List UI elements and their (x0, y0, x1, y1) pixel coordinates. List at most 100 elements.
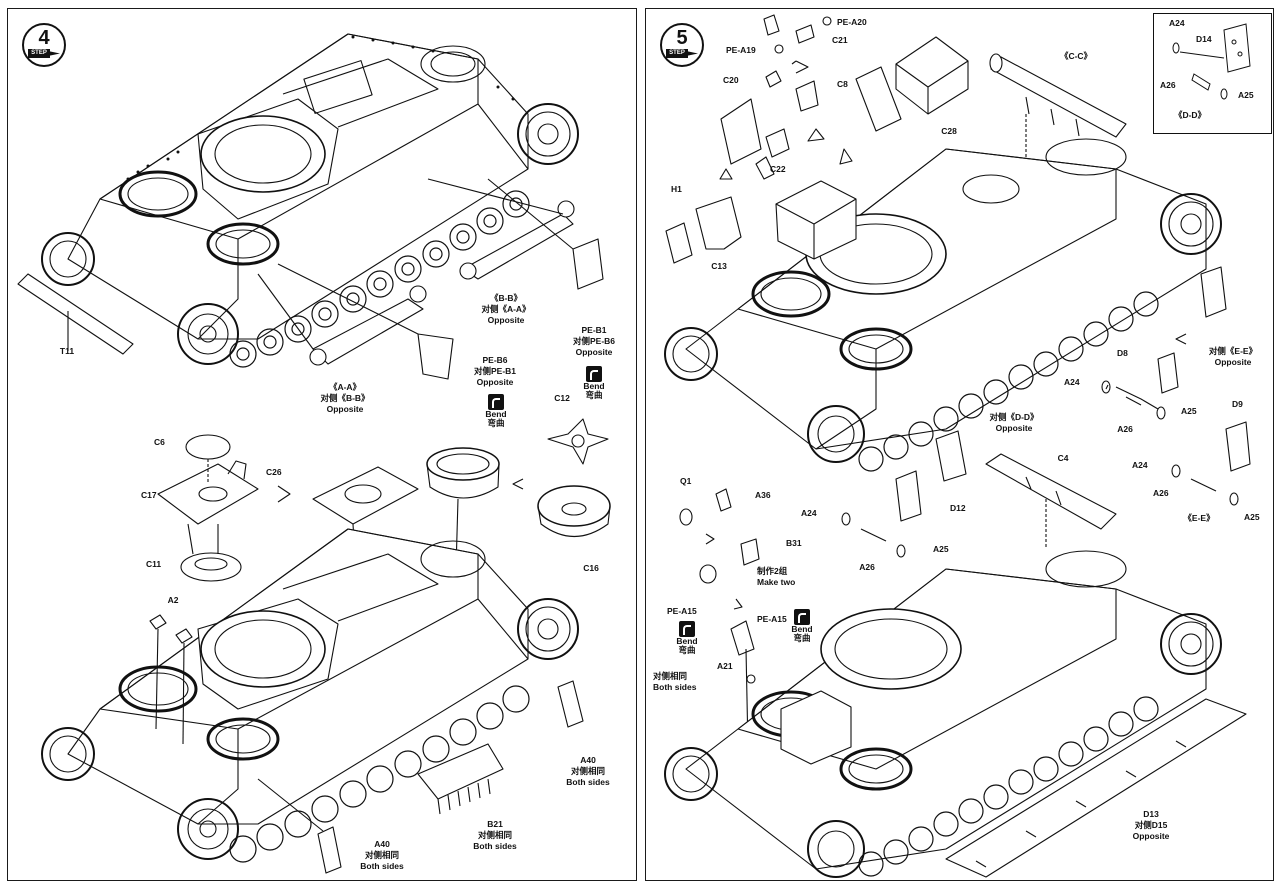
suspension-links-drawing (679, 352, 1251, 750)
part-label-d13: D13 (1143, 809, 1159, 819)
part-label-c6: C6 (154, 437, 165, 447)
callout-bb-opposite-cn: 对侧《A-A》 (481, 304, 531, 314)
lower-hull-drawing (664, 550, 1247, 878)
part-label-b21: B21 (487, 819, 503, 829)
upper-hull-drawing (17, 33, 604, 380)
part-label-c22: C22 (770, 164, 786, 174)
lower-hull-drawing (41, 528, 584, 874)
bend-instruction: Bend 弯曲 (577, 366, 611, 400)
part-label-pea19: PE-A19 (726, 45, 756, 55)
part-label-a40-right-cn: 对侧相同 (570, 766, 606, 776)
bend-instruction: Bend 弯曲 (670, 621, 704, 655)
bend-instruction: Bend 弯曲 (785, 609, 819, 643)
callout-aa-opposite-en: Opposite (326, 404, 364, 414)
inset-label-a24: A24 (1169, 18, 1185, 28)
callout-dd-opposite-cn: 对侧《D-D》 (989, 412, 1039, 422)
bend-icon (794, 609, 810, 625)
step-word: STEP (666, 49, 688, 58)
both-sides-en: Both sides (653, 682, 697, 692)
part-label-a25: A25 (933, 544, 949, 554)
part-label-t11: T11 (59, 346, 75, 356)
part-label-c28: C28 (941, 126, 957, 136)
part-label-c4: C4 (1057, 453, 1069, 463)
upper-hull-drawing (664, 138, 1227, 482)
part-label-peb6: PE-B6 (482, 355, 508, 365)
step-5-page: 5 STEP PE-A20 PE-A19 C21 C20 C8 C28 《C-C… (645, 8, 1274, 881)
part-label-pea15: PE-A15 (757, 614, 787, 624)
part-label-d13-opposite-en: Opposite (1132, 831, 1170, 841)
part-label-pea15: PE-A15 (667, 606, 697, 616)
part-label-a40-right-en: Both sides (566, 777, 610, 787)
callout-ee-opposite-en: Opposite (1214, 357, 1252, 367)
part-label-c11: C11 (146, 559, 162, 569)
callout-bb-title: 《B-B》 (489, 293, 523, 303)
bend-label-en: Bend (791, 624, 813, 634)
inset-line-art (1172, 23, 1251, 100)
step-4-line-art (17, 33, 611, 874)
small-parts-drawing (665, 14, 1127, 264)
part-label-a40-right: A40 (580, 755, 596, 765)
inset-label-a25: A25 (1238, 90, 1254, 100)
step-4-badge: 4 STEP (22, 23, 66, 67)
part-label-peb1-opposite-en: Opposite (575, 347, 613, 357)
bend-icon (488, 394, 504, 410)
bend-icon (586, 366, 602, 382)
part-label-c26: C26 (266, 467, 282, 477)
part-label-peb1-opposite-cn: 对侧PE-B6 (572, 336, 616, 346)
part-label-c8: C8 (837, 79, 848, 89)
callout-aa-title: 《A-A》 (328, 382, 362, 392)
callout-dd-opposite-en: Opposite (995, 423, 1033, 433)
make-two-en: Make two (757, 577, 796, 587)
part-label-c21: C21 (832, 35, 848, 45)
part-label-a26: A26 (1117, 424, 1133, 434)
part-label-a21: A21 (717, 661, 733, 671)
step-4-page: 4 STEP T11 《A-A》 对侧《B-B》 Opposite 《B-B》 … (7, 8, 637, 881)
callout-bb-opposite-en: Opposite (487, 315, 525, 325)
part-label-a26: A26 (859, 562, 875, 572)
part-label-a26: A26 (1153, 488, 1169, 498)
inset-label-d14: D14 (1196, 34, 1212, 44)
part-label-a36: A36 (755, 490, 771, 500)
bend-label-en: Bend (676, 636, 698, 646)
part-label-b31: B31 (786, 538, 802, 548)
part-label-a24: A24 (1132, 460, 1148, 470)
turret-ring-parts-drawing (157, 418, 611, 610)
part-label-c12: C12 (554, 393, 570, 403)
step-5-line-art (664, 14, 1251, 878)
step-number: 5 (676, 27, 688, 49)
part-label-c20: C20 (723, 75, 739, 85)
part-label-a40-bottom-en: Both sides (360, 861, 404, 871)
bend-instruction: Bend 弯曲 (479, 394, 513, 428)
part-label-d12: D12 (950, 503, 966, 513)
both-sides-cn: 对侧相同 (653, 671, 688, 681)
part-label-a24: A24 (1064, 377, 1080, 387)
part-label-h1: H1 (671, 184, 682, 194)
part-label-a24: A24 (801, 508, 817, 518)
part-label-d13-opposite-cn: 对侧D15 (1134, 820, 1168, 830)
part-label-peb6-opposite-en: Opposite (476, 377, 514, 387)
bend-label-en: Bend (583, 381, 605, 391)
step-5-badge: 5 STEP (660, 23, 704, 67)
part-label-a2: A2 (167, 595, 179, 605)
callout-aa-opposite-cn: 对侧《B-B》 (320, 393, 370, 403)
bend-label-cn: 弯曲 (585, 390, 603, 400)
step-number: 4 (38, 27, 50, 49)
part-label-q1: Q1 (680, 476, 692, 486)
callout-ee-title: 《E-E》 (1183, 513, 1215, 523)
bend-label-cn: 弯曲 (487, 418, 505, 428)
part-label-peb1: PE-B1 (581, 325, 607, 335)
bend-label-en: Bend (485, 409, 507, 419)
detail-inset-dd: A24 D14 A26 A25 《D-D》 (1153, 13, 1272, 134)
part-label-b21-cn: 对侧相同 (477, 830, 513, 840)
step-word: STEP (28, 49, 50, 58)
part-label-c13: C13 (711, 261, 727, 271)
part-label-b21-en: Both sides (473, 841, 517, 851)
callout-cc-title: 《C-C》 (1059, 51, 1093, 61)
bend-icon (679, 621, 695, 637)
part-label-d9: D9 (1232, 399, 1243, 409)
flag-icon (686, 51, 698, 56)
part-label-peb6-opposite-cn: 对侧PE-B1 (473, 366, 517, 376)
part-label-c17: C17 (141, 490, 157, 500)
bend-label-cn: 弯曲 (678, 645, 696, 655)
part-label-a40-bottom-cn: 对侧相同 (364, 850, 400, 860)
